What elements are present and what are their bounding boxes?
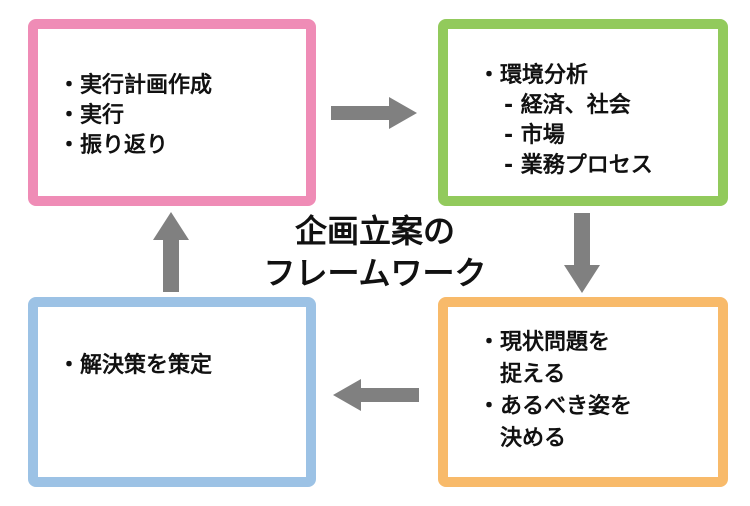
list-item: ・ 環境分析 — [478, 61, 653, 91]
list-item: ・ あるべき姿を — [478, 391, 632, 423]
item-text: 現状問題を — [500, 330, 611, 355]
list-item: ・ 実行 — [58, 101, 212, 131]
item-text: 実行 — [80, 103, 125, 128]
list-item: ・ 現状問題を — [478, 327, 632, 359]
item-text: 環境分析 — [500, 63, 589, 88]
analysis-list: ・ 環境分析 - 経済、社会 - 市場 - 業務プロセス — [478, 61, 653, 181]
box-environment-analysis: ・ 環境分析 - 経済、社会 - 市場 - 業務プロセス — [438, 19, 728, 206]
item-continuation: 捉える — [500, 362, 566, 387]
box-solution: ・ 解決策を策定 — [28, 297, 316, 487]
arrow-up-icon — [153, 212, 189, 292]
diagram-title: 企画立案の フレームワーク — [240, 210, 510, 294]
item-continuation: 決める — [500, 426, 567, 451]
arrow-shape — [153, 212, 189, 292]
item-text: 実行計画作成 — [80, 73, 213, 98]
arrow-left-icon — [333, 379, 419, 411]
bullet: ・ — [58, 73, 81, 98]
sub-item: - 市場 — [504, 123, 565, 148]
box-problem-definition: ・ 現状問題を 捉える ・ あるべき姿を 決める — [438, 297, 728, 487]
bullet: ・ — [58, 103, 81, 128]
solution-list: ・ 解決策を策定 — [58, 351, 212, 381]
list-item: ・ 解決策を策定 — [58, 351, 212, 381]
bullet: ・ — [478, 394, 501, 419]
problem-list: ・ 現状問題を 捉える ・ あるべき姿を 決める — [478, 327, 632, 455]
sub-item: - 業務プロセス — [504, 153, 653, 178]
bullet: ・ — [478, 330, 501, 355]
arrow-shape — [564, 213, 600, 293]
arrow-right-icon — [331, 97, 417, 129]
execution-list: ・ 実行計画作成 ・ 実行 ・ 振り返り — [58, 71, 212, 161]
title-line-1: 企画立案の — [294, 212, 455, 250]
bullet: ・ — [58, 353, 81, 378]
bullet: ・ — [58, 133, 81, 158]
arrow-shape — [331, 97, 417, 129]
item-text: 解決策を策定 — [80, 353, 213, 378]
title-line-2: フレームワーク — [263, 254, 487, 292]
bullet: ・ — [478, 63, 501, 88]
item-text: あるべき姿を — [500, 394, 633, 419]
arrow-shape — [333, 379, 419, 411]
sub-item: - 経済、社会 — [504, 93, 631, 118]
list-item: ・ 実行計画作成 — [58, 71, 212, 101]
list-item: ・ 振り返り — [58, 131, 212, 161]
item-text: 振り返り — [80, 133, 169, 158]
arrow-down-icon — [564, 213, 600, 293]
box-execution: ・ 実行計画作成 ・ 実行 ・ 振り返り — [28, 19, 316, 206]
